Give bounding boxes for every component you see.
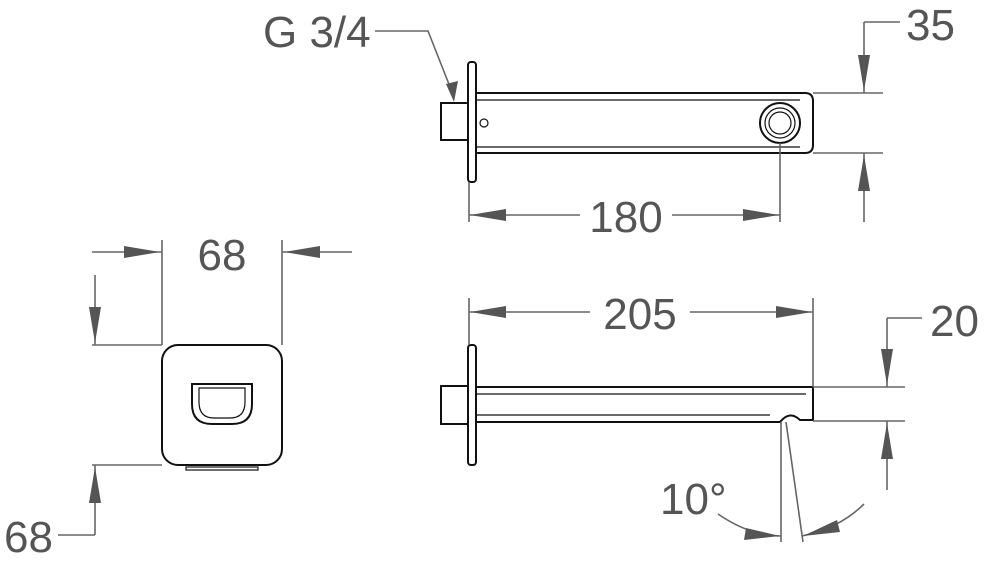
- top-wall-plate: [467, 61, 477, 183]
- top-height-arrow-down: [858, 55, 870, 91]
- side-height-arrow-up: [881, 423, 893, 459]
- side-height-label: 20: [930, 297, 979, 346]
- front-outlet-opening: [191, 383, 253, 425]
- front-view: 68 68: [4, 231, 352, 562]
- top-length-arrow-left: [470, 209, 506, 221]
- front-outlet-inner: [198, 387, 246, 419]
- side-wall-plate: [467, 344, 477, 466]
- front-width-arrow-right: [284, 246, 320, 258]
- side-spout-body: [476, 386, 814, 423]
- front-plate-base: [185, 466, 259, 471]
- top-screw: [479, 118, 489, 128]
- angle-outlet-ref: [785, 421, 804, 543]
- front-height-label: 68: [4, 513, 53, 562]
- top-outlet-outer: [759, 102, 801, 144]
- front-height-arrow-down: [89, 307, 101, 343]
- front-height-arrow-up: [89, 467, 101, 503]
- side-view: 205 20 10°: [440, 290, 979, 543]
- top-spout-body: [476, 92, 814, 154]
- angle-arrow-left: [744, 528, 780, 540]
- angle-arrow-right: [803, 520, 840, 536]
- thread-label: G 3/4: [263, 8, 371, 57]
- front-wall-plate: [161, 344, 283, 466]
- side-length-label: 205: [603, 290, 676, 339]
- top-length-label: 180: [589, 193, 662, 242]
- top-outlet-aerator: [768, 111, 792, 135]
- side-length-arrow-left: [470, 306, 506, 318]
- thread-leader: [375, 30, 455, 98]
- side-connector: [440, 385, 469, 425]
- top-height-label: 35: [906, 1, 955, 50]
- thread-leader-arrow: [446, 81, 458, 102]
- side-length-arrow-right: [776, 306, 812, 318]
- top-length-arrow-right: [743, 209, 779, 221]
- top-outlet-inner: [764, 107, 796, 139]
- front-width-arrow-left: [124, 246, 160, 258]
- angle-label: 10°: [660, 475, 727, 524]
- top-height-arrow-up: [858, 155, 870, 191]
- side-height-arrow-down: [881, 349, 893, 385]
- top-view: G 3/4 35 180: [263, 1, 955, 242]
- front-width-label: 68: [198, 231, 247, 280]
- top-connector: [440, 102, 469, 141]
